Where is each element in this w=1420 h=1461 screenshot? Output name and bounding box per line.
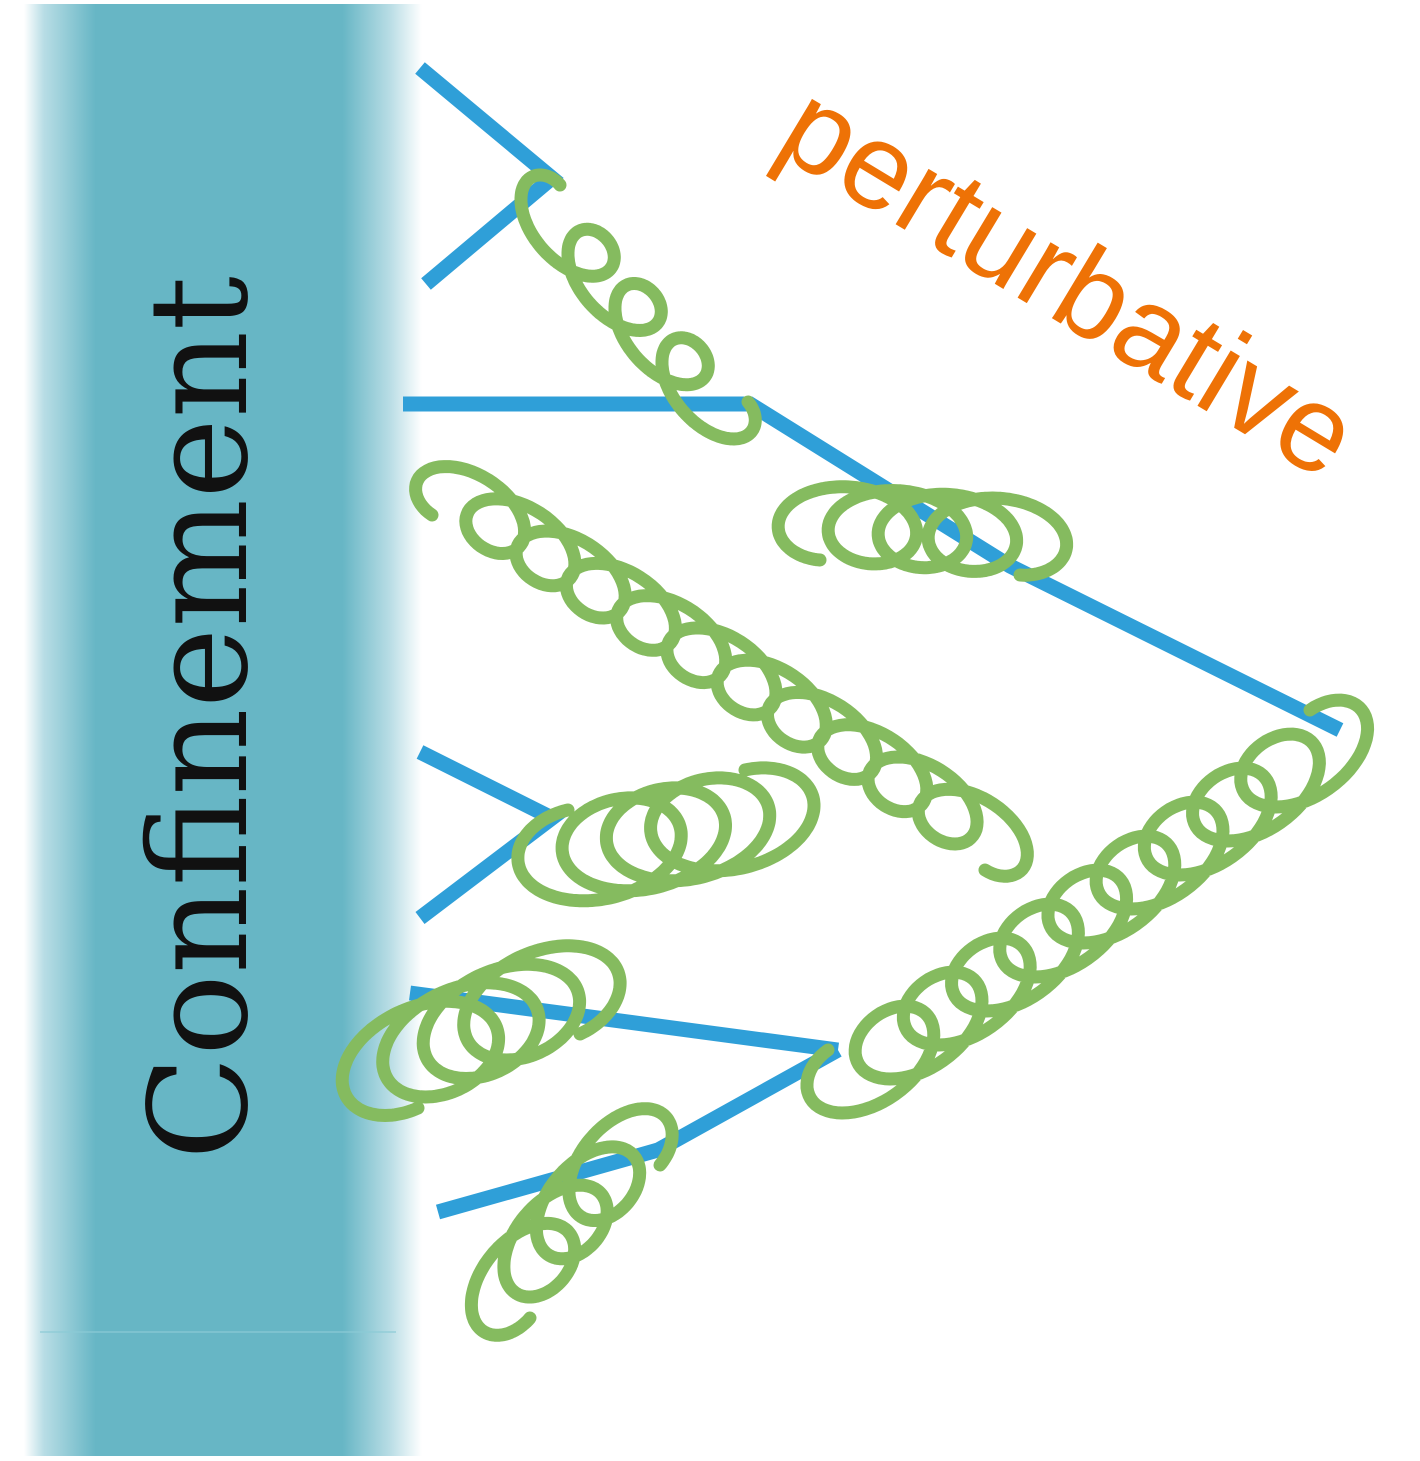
gluon-middle (511, 761, 821, 908)
gluon-long-diagonal (409, 460, 1034, 883)
gluon-bottom (464, 1102, 679, 1342)
gluon-lower-left (335, 939, 627, 1122)
gluon-lines (335, 168, 1375, 1342)
confinement-region: Confinement (24, 4, 422, 1456)
gluon-right-long (800, 693, 1375, 1120)
gluon-top (514, 168, 762, 446)
confinement-band (24, 4, 422, 1456)
perturbative-label: perturbative (759, 56, 1381, 504)
quark-lower-lower (435, 1043, 842, 1220)
confinement-label: Confinement (121, 276, 279, 1160)
gluon-main-jet-short (771, 480, 1074, 582)
